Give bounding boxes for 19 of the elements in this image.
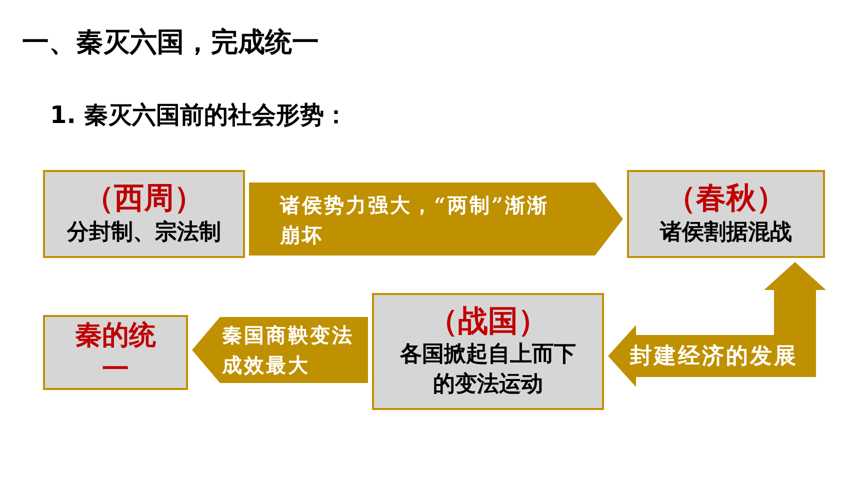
stage-box: [43, 315, 188, 390]
stage-box: [627, 170, 825, 258]
stage-heading: （春秋）: [666, 180, 786, 218]
block-arrow: [192, 317, 368, 383]
title: 一、秦灭六国，完成统一: [22, 26, 319, 60]
edge-label: 诸侯势力强大，“两制”渐渐崩坏: [280, 192, 550, 249]
subtitle: 1. 秦灭六国前的社会形势：: [50, 100, 348, 130]
stage-heading: （西周）: [84, 180, 204, 218]
stage-heading: （战国）: [428, 302, 548, 340]
edge-label: 封建经济的发展: [630, 342, 798, 370]
stage-box: [372, 293, 604, 410]
block-arrow: [249, 182, 623, 256]
stage-text: 各国掀起自上而下的变法运动: [398, 341, 577, 400]
stage-heading: 秦的统一: [74, 318, 157, 386]
stage-text: 分封制、宗法制: [67, 218, 221, 247]
edge-label: 秦国商鞅变法成效最大: [222, 322, 355, 379]
stage-text: 诸侯割据混战: [660, 218, 792, 247]
block-arrow: [608, 262, 826, 387]
stage-box: [43, 170, 245, 258]
